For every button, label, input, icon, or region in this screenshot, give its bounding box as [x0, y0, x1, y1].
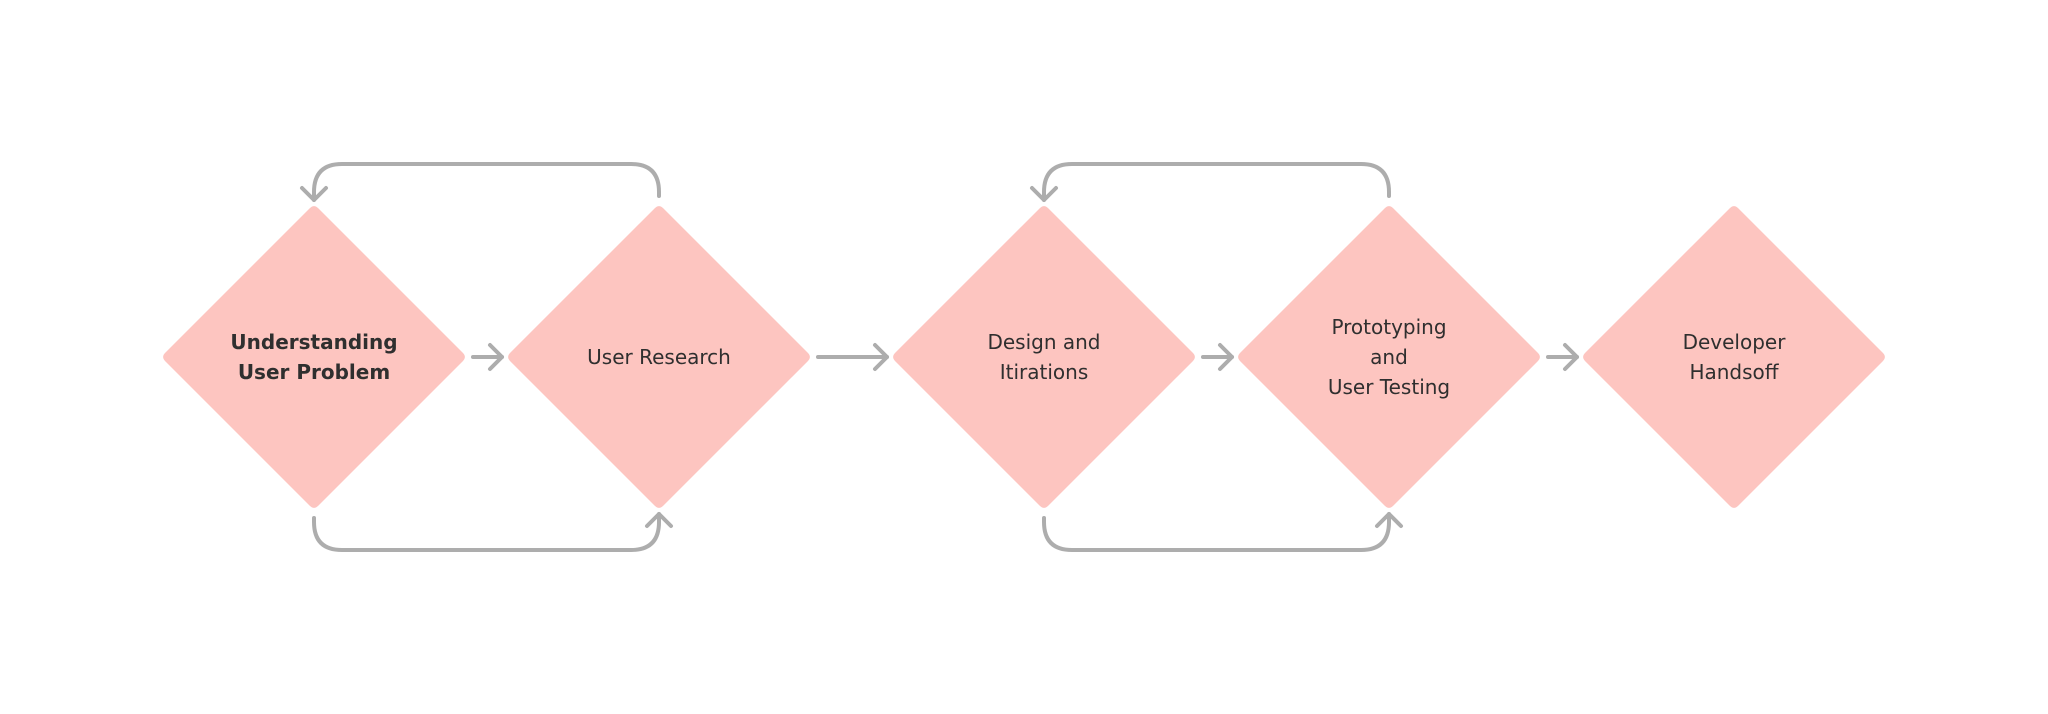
step-label: Understanding [230, 330, 397, 354]
arrowhead-icon [1030, 186, 1058, 202]
step-label: Handsoff [1689, 360, 1779, 384]
arrowhead-icon [1375, 512, 1403, 528]
connector-line [1042, 162, 1391, 202]
connector-straight [816, 343, 889, 371]
step-diamond [893, 206, 1195, 508]
arrowhead-icon [645, 512, 673, 528]
step-label: Prototyping [1331, 315, 1446, 339]
step-label: Developer [1683, 330, 1787, 354]
connector-loop-bottom [1042, 512, 1403, 552]
step-label: Design and [987, 330, 1100, 354]
step-label: and [1370, 345, 1408, 369]
connector-loop-top [300, 162, 661, 202]
connector-straight [471, 343, 504, 371]
connector-line [1042, 512, 1391, 552]
step-label: User Testing [1328, 375, 1450, 399]
step-diamond [508, 206, 810, 508]
connector-loop-top [1030, 162, 1391, 202]
connectors [300, 162, 1579, 552]
connector-line [312, 512, 661, 552]
arrowhead-icon [1563, 343, 1579, 371]
step-label: User Research [587, 345, 731, 369]
arrowhead-icon [1218, 343, 1234, 371]
step-diamond [163, 206, 465, 508]
step-user-research: User Research [508, 206, 810, 508]
connector-line [312, 162, 661, 202]
step-label: Itirations [1000, 360, 1089, 384]
arrowhead-icon [873, 343, 889, 371]
connector-straight [1546, 343, 1579, 371]
connector-loop-bottom [312, 512, 673, 552]
step-label: User Problem [238, 360, 390, 384]
connector-straight [1201, 343, 1234, 371]
arrowhead-icon [300, 186, 328, 202]
arrowhead-icon [488, 343, 504, 371]
step-diamond [1238, 206, 1540, 508]
step-diamond [1583, 206, 1885, 508]
